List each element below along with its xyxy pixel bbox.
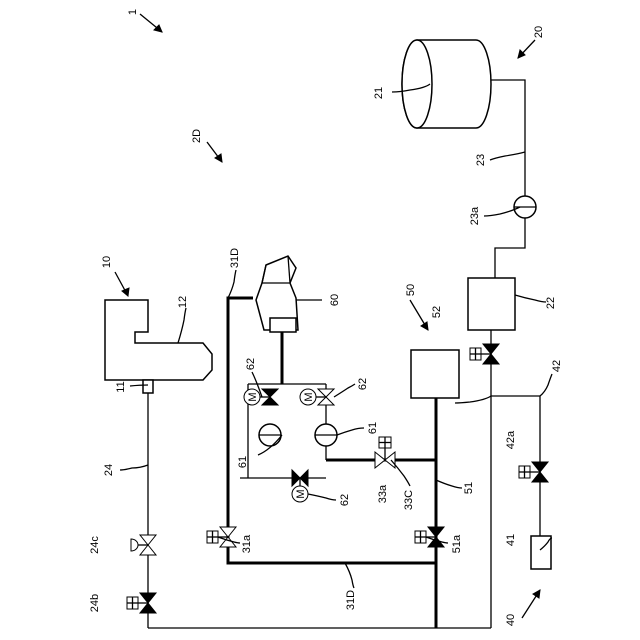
label-unit-22: 22 bbox=[545, 297, 557, 309]
label-unit-41: 41 bbox=[505, 534, 517, 546]
label-valve-62-top-left: 62 bbox=[245, 358, 257, 370]
motor-valve-62-top-right: M bbox=[300, 389, 334, 405]
unit-22 bbox=[468, 278, 515, 330]
label-valve-62-bottom: 62 bbox=[339, 494, 351, 506]
motor-symbol: M bbox=[303, 392, 315, 401]
pump-61-left bbox=[259, 424, 281, 446]
label-valve-62-top-right: 62 bbox=[357, 378, 369, 390]
motor-symbol: M bbox=[295, 489, 307, 498]
label-line-24: 24 bbox=[103, 464, 115, 476]
label-unit-60: 60 bbox=[329, 294, 341, 306]
label-valve-51a: 51a bbox=[451, 534, 463, 553]
label-system-50: 50 bbox=[405, 284, 417, 296]
label-boiler-body: 12 bbox=[177, 296, 189, 308]
label-unit-52: 52 bbox=[431, 306, 443, 318]
pump-23a bbox=[514, 196, 536, 218]
label-valve-33a: 33a bbox=[377, 484, 389, 503]
label-pump-23a: 23a bbox=[469, 206, 481, 225]
valve-22-outlet bbox=[470, 344, 499, 364]
label-line-31d-bottom: 31D bbox=[345, 590, 357, 610]
valve-24b bbox=[127, 593, 156, 613]
label-line-23: 23 bbox=[475, 154, 487, 166]
valve-42a bbox=[519, 462, 548, 482]
unit-52 bbox=[411, 350, 459, 398]
label-line-31d-top: 31D bbox=[229, 248, 241, 268]
label-fuel-supply-system: 20 bbox=[533, 26, 545, 38]
valve-51a bbox=[415, 527, 444, 547]
pump-61-right bbox=[315, 424, 337, 446]
valve-33a bbox=[375, 437, 395, 468]
label-burner: 11 bbox=[115, 381, 127, 392]
label-system: 1 bbox=[127, 9, 139, 15]
unit-60 bbox=[256, 256, 298, 332]
label-tank: 21 bbox=[373, 87, 385, 99]
tank-21 bbox=[402, 40, 491, 128]
label-line-51: 51 bbox=[463, 482, 475, 494]
motor-symbol: M bbox=[247, 392, 259, 401]
label-pump-61-right: 61 bbox=[367, 422, 379, 434]
label-line-42: 42 bbox=[551, 360, 563, 372]
thick-piping bbox=[228, 298, 436, 628]
label-system-40: 40 bbox=[505, 614, 517, 626]
label-system-2d: 2D bbox=[191, 129, 203, 143]
motor-valve-62-bottom: M bbox=[292, 470, 308, 502]
burner-11 bbox=[143, 380, 153, 393]
label-valve-42a: 42a bbox=[505, 430, 517, 449]
label-valve-31a: 31a bbox=[241, 534, 253, 553]
label-boiler-system: 10 bbox=[101, 256, 113, 268]
valve-24c bbox=[131, 535, 156, 555]
valve-31a bbox=[207, 527, 236, 547]
label-pump-61-left: 61 bbox=[237, 456, 249, 468]
label-valve-24c: 24c bbox=[89, 536, 101, 554]
label-line-33c: 33C bbox=[403, 490, 415, 510]
motor-valve-62-top-left: M bbox=[244, 389, 278, 405]
label-valve-24b: 24b bbox=[89, 594, 101, 612]
boiler-12 bbox=[105, 300, 212, 380]
